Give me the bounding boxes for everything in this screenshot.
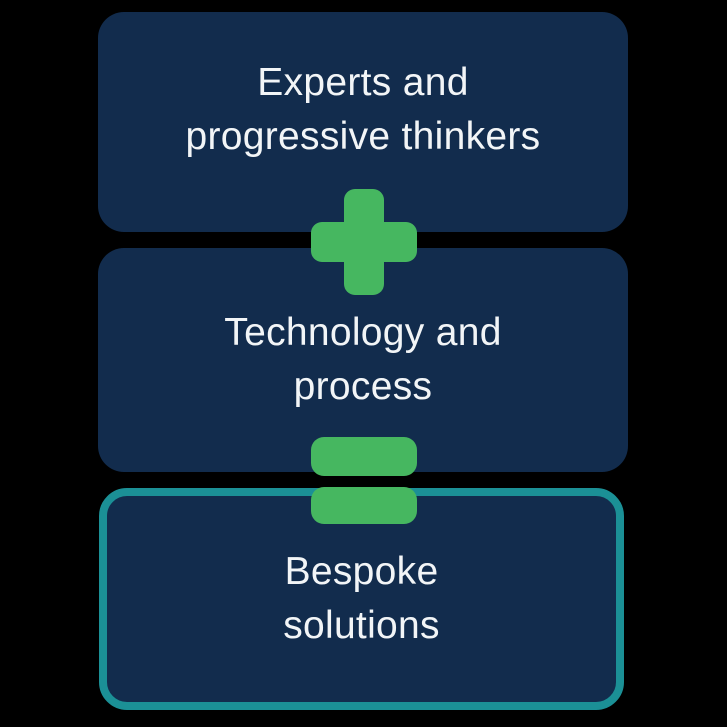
box-experts-line-1: Experts and: [257, 61, 469, 104]
box-experts-line-2: progressive thinkers: [185, 115, 541, 158]
box-bespoke-line-2: solutions: [283, 604, 440, 647]
box-technology-line-2: process: [293, 365, 433, 408]
plus-icon: [311, 189, 417, 295]
equals-icon: [311, 437, 417, 524]
box-technology-line-1: Technology and: [224, 311, 502, 354]
box-bespoke-line-1: Bespoke: [284, 550, 439, 593]
